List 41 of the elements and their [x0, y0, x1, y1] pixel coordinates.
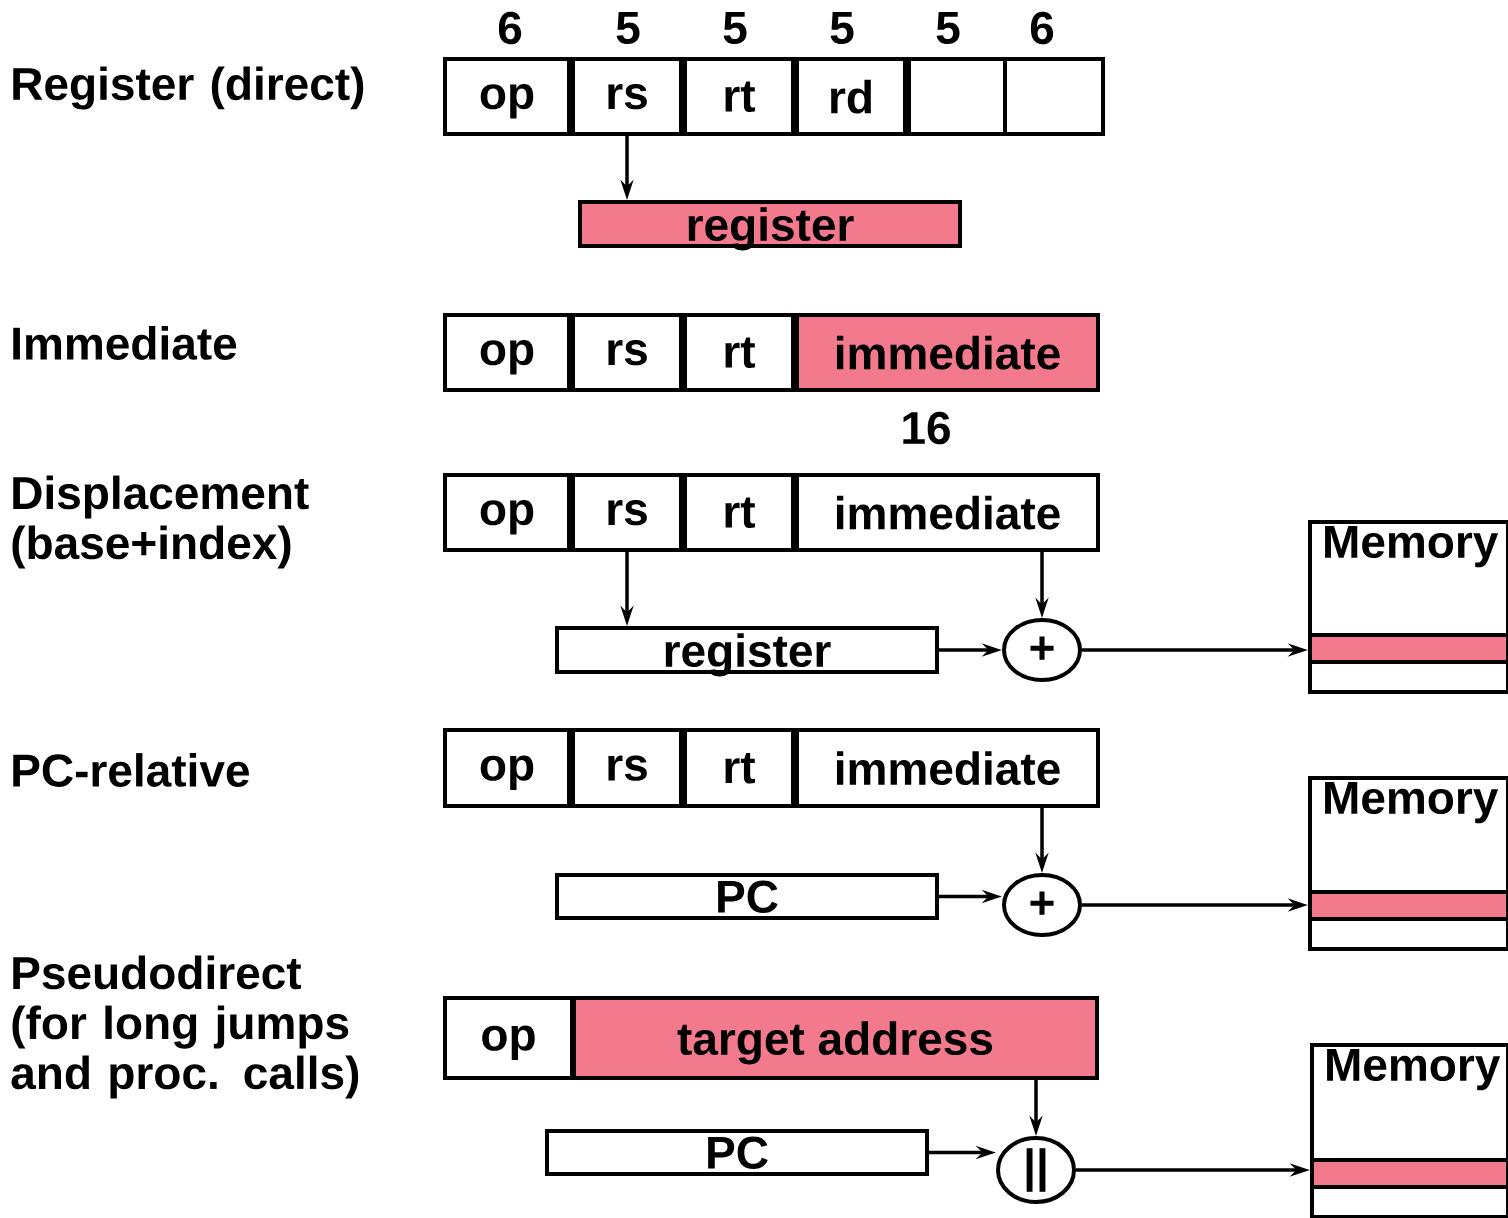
empty-field-box: [1003, 57, 1105, 136]
memory-box: Memory: [1308, 776, 1508, 951]
bit-width-label: 16: [903, 411, 950, 445]
bit-width-label: 5: [616, 11, 640, 45]
bit-width-label: 6: [1030, 11, 1054, 45]
register-box: immediate: [795, 728, 1100, 808]
mode-title: PC-relative: [13, 753, 249, 787]
field-box: op: [443, 313, 571, 392]
field-box: rt: [683, 728, 795, 808]
field-box: rd: [795, 57, 907, 136]
field-box: rs: [571, 473, 683, 552]
bit-width-label: 5: [723, 11, 747, 45]
register-box: immediate: [795, 473, 1100, 552]
field-box: op: [443, 473, 571, 552]
field-box: op: [443, 996, 574, 1080]
memory-box: Memory: [1310, 1043, 1508, 1218]
memory-word-bar: [1310, 1158, 1508, 1189]
mode-title: Immediate: [13, 326, 237, 360]
bit-width-label: 6: [498, 11, 522, 45]
register-box: immediate: [795, 313, 1100, 392]
register-box: register: [555, 626, 939, 677]
register-box: PC: [555, 873, 939, 920]
field-box: rs: [571, 728, 683, 808]
field-box: op: [443, 728, 571, 808]
field-box: op: [443, 57, 571, 136]
memory-box: Memory: [1308, 520, 1508, 694]
memory-word-bar: [1308, 633, 1508, 664]
mode-title: Pseudodirect (for long jumps and proc. calls): [11, 955, 359, 1099]
field-box: rs: [571, 313, 683, 392]
mode-title: Register (direct): [13, 66, 364, 110]
field-box: rt: [683, 473, 795, 552]
bit-width-label: 5: [936, 11, 960, 45]
field-box: rt: [683, 57, 795, 136]
register-box: target address: [572, 996, 1099, 1080]
register-box: register: [578, 200, 962, 251]
field-box: rt: [683, 313, 795, 392]
memory-word-bar: [1308, 890, 1508, 921]
bit-width-label: 5: [830, 11, 854, 45]
mode-title: Displacement (base+index): [12, 475, 309, 569]
field-box: rs: [571, 57, 683, 136]
register-box: PC: [545, 1129, 929, 1176]
